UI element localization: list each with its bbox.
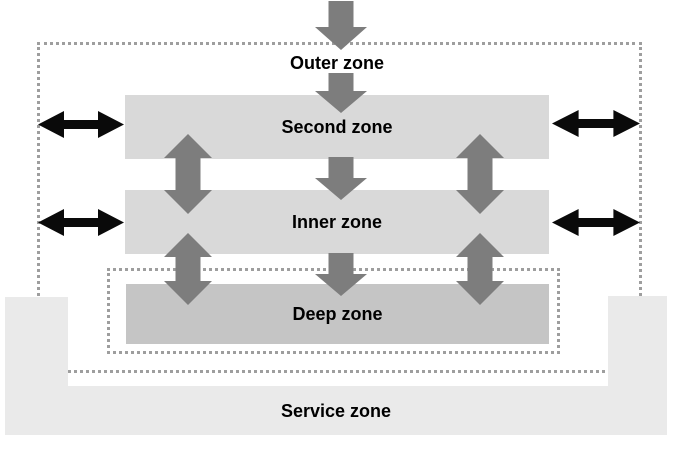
down-arrow-icon	[315, 1, 367, 50]
vertical-double-arrow-icon	[164, 134, 212, 214]
down-arrow-icon	[315, 73, 367, 113]
vertical-double-arrow-icon	[456, 233, 504, 305]
deep-zone-label: Deep zone	[292, 304, 383, 324]
down-arrow-icon	[315, 253, 367, 296]
horizontal-double-arrow-icon	[552, 110, 640, 137]
second-zone-label: Second zone	[281, 117, 393, 137]
outer-zone-label: Outer zone	[289, 53, 384, 73]
horizontal-double-arrow-icon	[38, 209, 124, 236]
inner-zone-label: Inner zone	[291, 212, 382, 232]
service-zone-bottom-bar	[5, 386, 667, 435]
vertical-double-arrow-icon	[164, 233, 212, 305]
horizontal-double-arrow-icon	[552, 209, 640, 236]
horizontal-double-arrow-icon	[38, 111, 124, 138]
down-arrow-icon	[315, 157, 367, 200]
vertical-double-arrow-icon	[456, 134, 504, 214]
service-zone-label: Service zone	[280, 401, 392, 421]
